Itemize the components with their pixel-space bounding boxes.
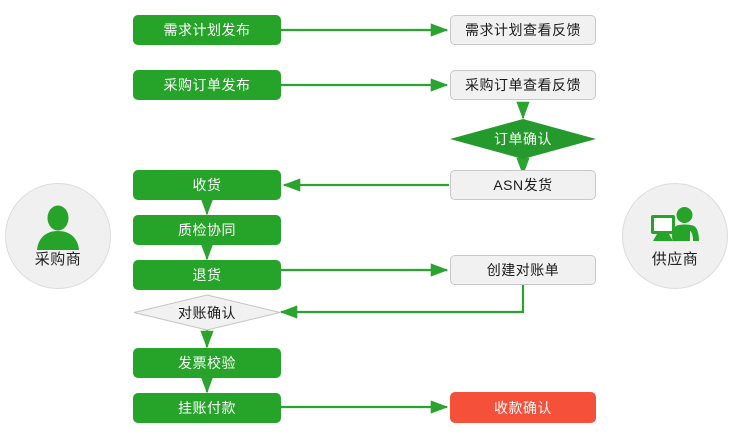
node-quality-inspection-collab-label: 质检协同 <box>178 222 236 238</box>
node-goods-receipt[interactable]: 收货 <box>133 170 281 200</box>
node-demand-plan-publish[interactable]: 需求计划发布 <box>133 15 281 45</box>
person-at-computer-icon <box>651 207 699 241</box>
node-create-reconciliation-bill[interactable]: 创建对账单 <box>450 255 596 285</box>
node-create-reconciliation-bill-label: 创建对账单 <box>486 262 560 278</box>
diamond-shape-green <box>450 119 596 159</box>
actor-buyer-label: 采购商 <box>34 251 82 268</box>
person-icon <box>37 205 79 250</box>
node-return-goods-label: 退货 <box>192 267 222 283</box>
node-asn-shipment-label: ASN发货 <box>493 177 553 193</box>
node-accrual-payment[interactable]: 挂账付款 <box>133 393 281 423</box>
actor-buyer: 采购商 <box>5 183 111 289</box>
node-order-confirm[interactable]: 订单确认 <box>450 119 596 159</box>
node-invoice-verification[interactable]: 发票校验 <box>133 348 281 378</box>
node-quality-inspection-collab[interactable]: 质检协同 <box>133 215 281 245</box>
node-order-confirm-label: 订单确认 <box>494 131 552 147</box>
node-payment-receipt-confirm-label: 收款确认 <box>494 399 552 416</box>
node-purchase-order-view-feedback-label: 采购订单查看反馈 <box>465 77 581 93</box>
node-return-goods[interactable]: 退货 <box>133 260 281 290</box>
node-purchase-order-publish-label: 采购订单发布 <box>163 77 251 93</box>
actor-supplier-label: 供应商 <box>651 251 699 268</box>
node-asn-shipment[interactable]: ASN发货 <box>450 170 596 200</box>
node-demand-plan-view-feedback-label: 需求计划查看反馈 <box>465 22 581 38</box>
node-reconciliation-confirm[interactable]: 对账确认 <box>133 294 281 331</box>
node-purchase-order-view-feedback[interactable]: 采购订单查看反馈 <box>450 70 596 100</box>
node-reconciliation-confirm-label: 对账确认 <box>178 304 236 321</box>
edge-bill-to-reconcile <box>279 285 525 319</box>
node-demand-plan-publish-label: 需求计划发布 <box>163 22 251 38</box>
node-goods-receipt-label: 收货 <box>192 177 222 193</box>
node-purchase-order-publish[interactable]: 采购订单发布 <box>133 70 281 100</box>
node-accrual-payment-label: 挂账付款 <box>178 400 236 416</box>
diamond-shape-gray <box>133 294 281 331</box>
node-invoice-verification-label: 发票校验 <box>178 355 236 371</box>
node-payment-receipt-confirm[interactable]: 收款确认 <box>450 392 596 423</box>
node-demand-plan-view-feedback[interactable]: 需求计划查看反馈 <box>450 15 596 45</box>
actor-supplier: 供应商 <box>622 183 728 289</box>
